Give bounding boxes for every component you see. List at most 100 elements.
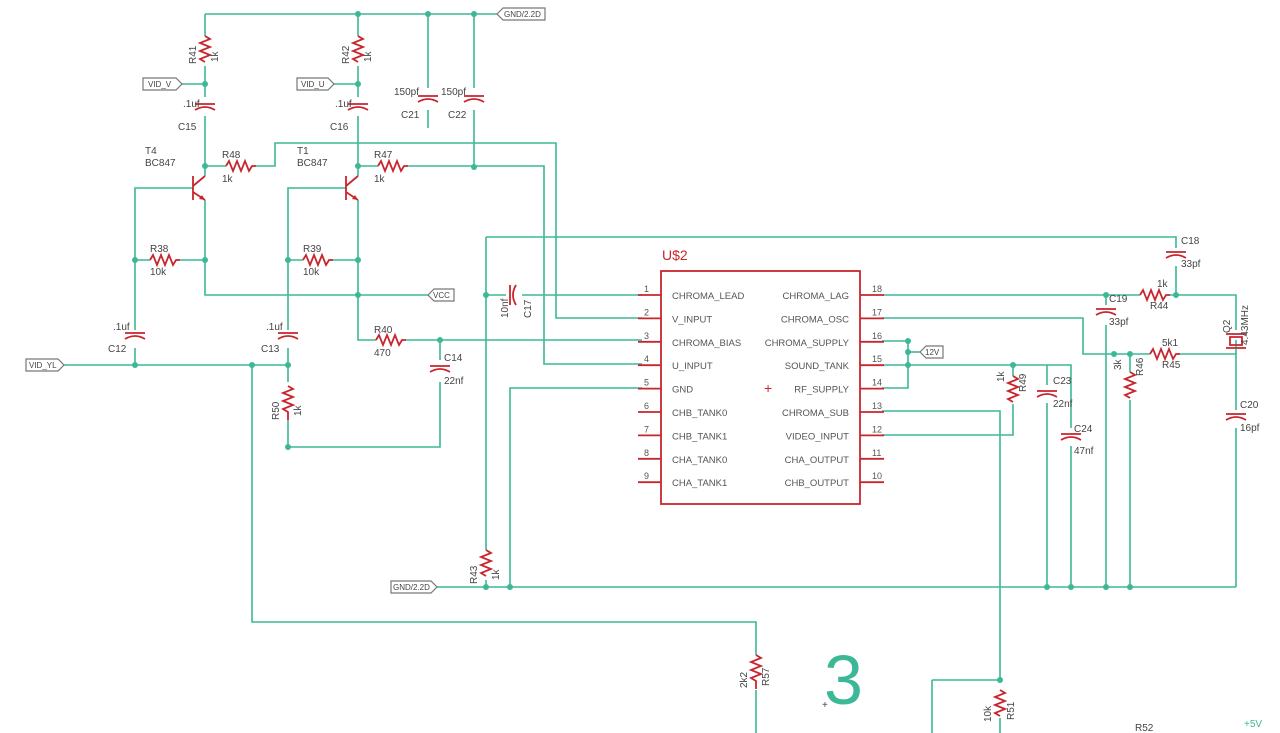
ic-pin-number: 18 [872,284,882,294]
resistor-r57[interactable]: 2k2 R57 [739,654,772,689]
capacitor-c12[interactable]: .1uf C12 [108,322,146,355]
capacitor-c24[interactable]: C24 47nf [1060,424,1094,457]
ic-pin-left-2[interactable]: 2V_INPUT [638,307,712,325]
svg-text:5k1: 5k1 [1162,338,1179,349]
capacitor-c15[interactable]: .1uf C15 [178,99,216,133]
ic-pin-number: 3 [644,331,649,341]
svg-text:C22: C22 [448,110,467,121]
net-label-vid-v: VID_V [142,77,183,91]
net-label-vcc: VCC [427,288,455,302]
ic-pin-number: 1 [644,284,649,294]
capacitor-c20[interactable]: C20 16pf [1225,400,1260,434]
ic-pin-name: V_INPUT [672,314,712,325]
svg-text:C24: C24 [1074,424,1093,435]
svg-text:10k: 10k [303,267,320,278]
resistor-r52-label[interactable]: R52 [1135,723,1154,733]
capacitor-c22[interactable]: 150pf C22 [441,87,485,121]
svg-text:10nf: 10nf [500,298,511,318]
resistor-r45[interactable]: 5k1 R45 [1149,338,1181,371]
resistor-r51[interactable]: 10k R51 [983,689,1017,722]
capacitor-c21[interactable]: 150pf C21 [394,87,439,121]
resistor-r49[interactable]: 1k R49 [996,370,1029,403]
resistor-r48[interactable]: R48 1k [222,150,256,185]
capacitor-c14[interactable]: C14 22nf [429,353,464,387]
resistor-r50[interactable]: R50 1k [271,385,304,420]
resistor-r47[interactable]: R47 1k [374,150,408,185]
ic-pin-name: CHROMA_SUPPLY [765,338,850,349]
ic-pin-number: 15 [872,354,882,364]
svg-text:T1: T1 [297,146,309,157]
svg-text:C14: C14 [444,353,463,364]
net-label-12v: 12V [919,345,944,359]
transistor-t4[interactable]: T4 BC847 [145,146,206,201]
crystal-q2[interactable]: Q2 4.43MHz [1222,305,1251,349]
capacitor-c16[interactable]: .1uf C16 [330,99,369,133]
resistor-r44[interactable]: 1k R44 [1139,279,1170,312]
resistor-r38[interactable]: R38 10k [149,244,180,278]
svg-text:R45: R45 [1162,360,1181,371]
svg-text:R41: R41 [188,45,199,64]
ic-pin-number: 9 [644,471,649,481]
svg-text:.1uf: .1uf [266,322,283,333]
capacitor-c19[interactable]: C19 33pf [1095,294,1129,328]
svg-text:10k: 10k [150,267,167,278]
resistor-r40[interactable]: R40 470 [374,325,406,359]
svg-text:GND/2.2D: GND/2.2D [393,583,430,592]
ic-pin-name: VIDEO_INPUT [786,431,850,442]
svg-text:R50: R50 [271,401,282,420]
capacitor-c23[interactable]: C23 22nf [1036,376,1073,410]
svg-text:.1uf: .1uf [113,322,130,333]
resistor-r39[interactable]: R39 10k [302,244,333,278]
ic-pin-number: 5 [644,378,649,388]
svg-text:.1uf: .1uf [183,99,200,110]
svg-text:12V: 12V [925,348,940,357]
origin-marker: + [822,700,828,711]
resistor-r41[interactable]: R41 1k [188,35,221,64]
ic-pin-number: 17 [872,307,882,317]
net-label-vid-yl: VID_YL [25,358,65,372]
ic-pin-number: 2 [644,307,649,317]
svg-text:2k2: 2k2 [739,671,750,688]
supply-5v-label: +5V [1244,719,1262,730]
ic-pin-name: CHROMA_OSC [781,314,849,325]
ic-u2[interactable]: U$2 + 1CHROMA_LEAD2V_INPUT3CHROMA_BIAS4U… [638,247,884,505]
ic-pin-name: CHROMA_LEAD [672,291,744,302]
resistor-r46[interactable]: 3k R46 [1113,357,1146,399]
svg-text:R48: R48 [222,150,241,161]
svg-text:33pf: 33pf [1109,317,1129,328]
capacitor-c13[interactable]: .1uf C13 [261,322,299,355]
svg-text:1k: 1k [996,370,1007,382]
svg-text:U$2: U$2 [662,247,688,263]
svg-text:C18: C18 [1181,236,1200,247]
ic-pin-number: 14 [872,378,882,388]
capacitor-c17[interactable]: 10nf C17 [500,284,534,318]
svg-text:4.43MHz: 4.43MHz [1240,305,1251,345]
svg-text:BC847: BC847 [297,158,328,169]
svg-text:R46: R46 [1135,357,1146,376]
capacitor-c18[interactable]: C18 33pf [1165,236,1201,270]
svg-text:R39: R39 [303,244,322,255]
svg-text:R44: R44 [1150,301,1169,312]
svg-text:C15: C15 [178,122,197,133]
resistor-r42[interactable]: R42 1k [341,35,374,64]
resistor-r43[interactable]: R43 1k [469,549,502,584]
ic-pin-left-4[interactable]: 4U_INPUT [638,354,713,372]
transistor-t1[interactable]: T1 BC847 [297,146,359,201]
